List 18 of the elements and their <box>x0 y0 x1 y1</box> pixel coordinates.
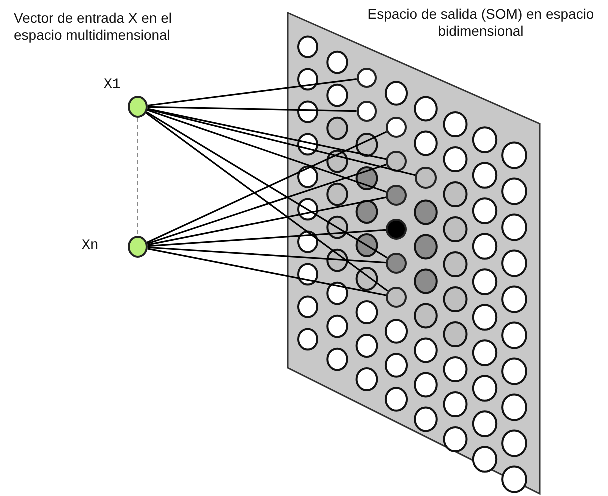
connection-line <box>146 112 388 292</box>
connection-line <box>148 248 386 296</box>
input-node <box>128 96 148 118</box>
input-label: Xn <box>82 238 99 254</box>
connection-line <box>146 112 388 259</box>
connection-line <box>147 110 387 193</box>
connection-line <box>148 106 357 112</box>
connection-line <box>148 108 416 176</box>
connection-line <box>148 229 386 248</box>
connection-line <box>147 164 387 245</box>
connection-line <box>148 78 357 107</box>
panel-heading: Espacio de salida (SOM) en espacio bidimensional <box>366 6 596 40</box>
connection-line <box>148 246 386 264</box>
connection-line <box>148 108 386 160</box>
input-node <box>128 236 148 258</box>
input-label: X1 <box>104 77 121 93</box>
input-heading: Vector de entrada X en el espacio multidimensional <box>14 10 173 44</box>
connection-line <box>148 196 386 246</box>
